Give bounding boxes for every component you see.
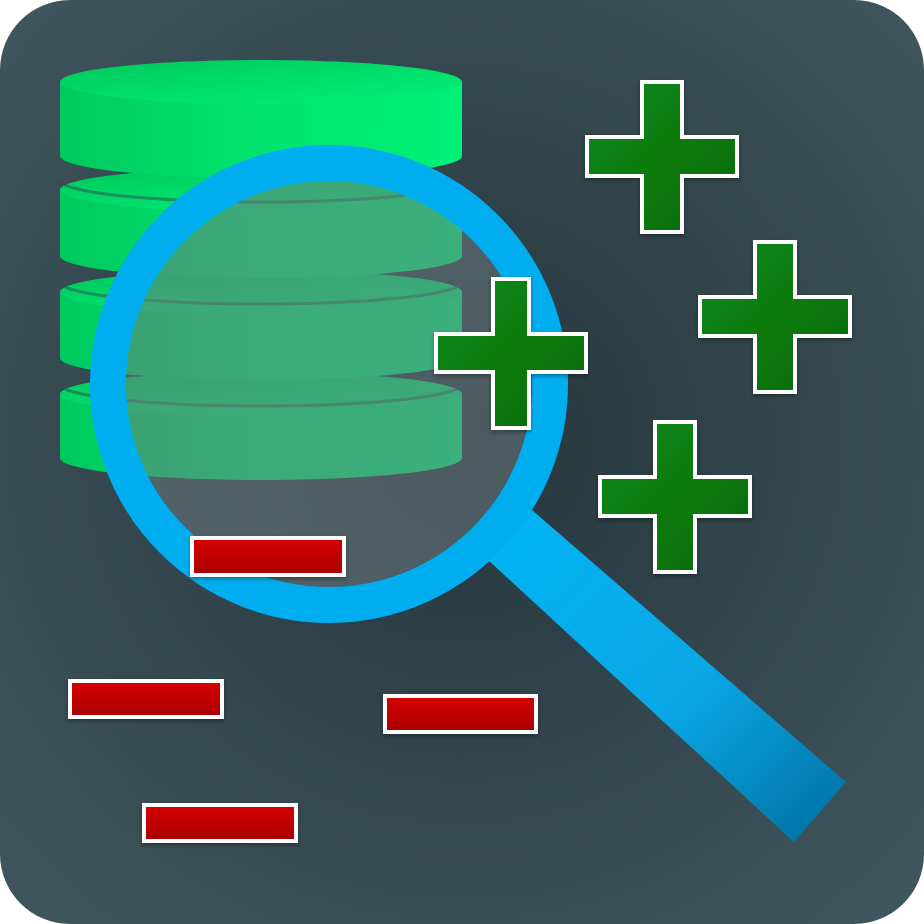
minus-icon: [68, 679, 224, 719]
plus-icon: [434, 277, 588, 430]
plus-icon: [698, 240, 852, 394]
plus-icon: [598, 420, 752, 574]
minus-icon: [190, 536, 346, 577]
plus-icon: [585, 80, 739, 234]
minus-icon: [383, 694, 538, 734]
magnifying-glass-handle: [488, 510, 846, 842]
magnifying-glass-icon: [90, 145, 568, 623]
lens-glass: [126, 181, 532, 587]
minus-icon: [142, 803, 298, 843]
